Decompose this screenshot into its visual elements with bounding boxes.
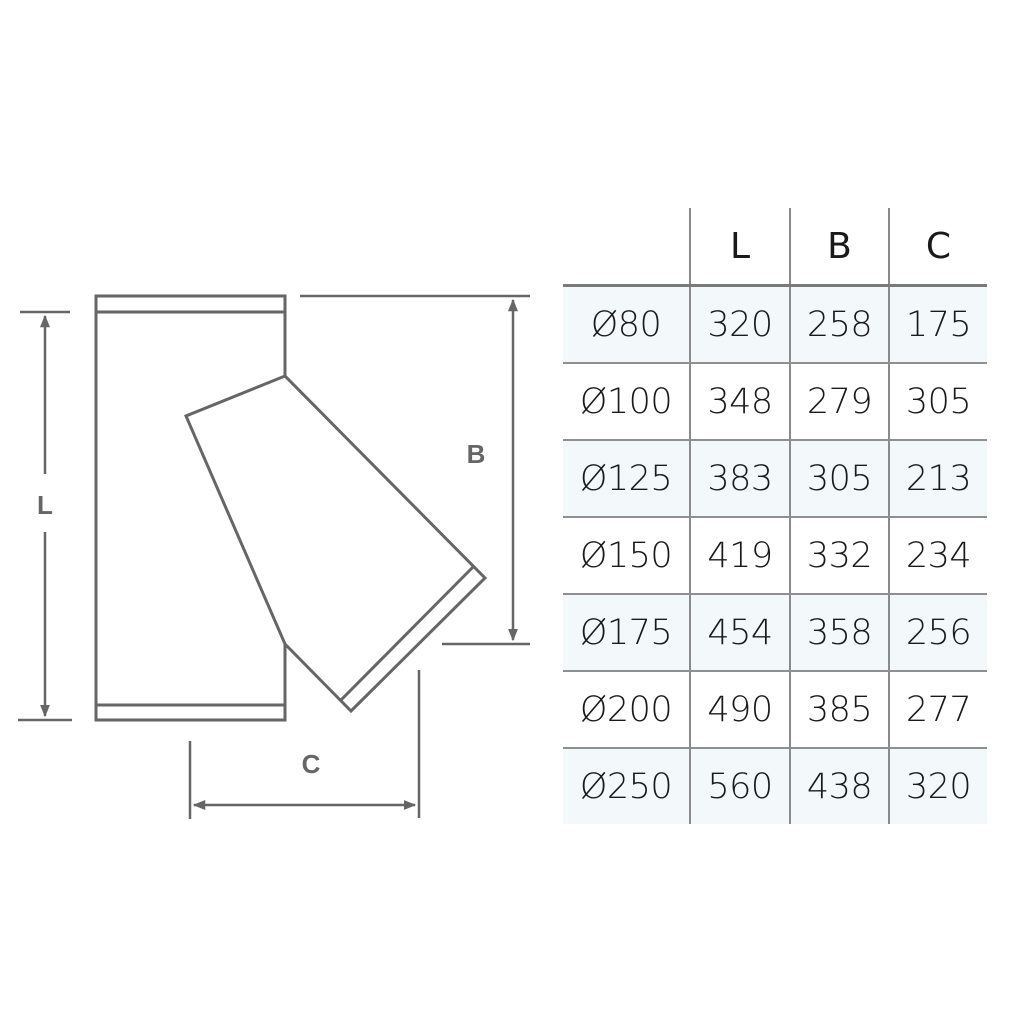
cell-C: 277 (888, 671, 987, 749)
cell-diameter: Ø80 (563, 285, 690, 364)
header-L: L (689, 208, 790, 287)
cell-L: 419 (689, 517, 790, 595)
header-C: C (888, 208, 987, 287)
header-B: B (789, 208, 889, 287)
cell-diameter: Ø175 (563, 594, 690, 672)
main-pipe (94, 294, 287, 722)
cell-diameter: Ø200 (563, 671, 690, 749)
cell-C: 320 (888, 748, 987, 824)
cell-B: 438 (789, 748, 889, 824)
cell-B: 258 (789, 285, 889, 364)
table-row: Ø175 454 358 256 (563, 594, 987, 672)
dimension-L (18, 310, 72, 722)
cell-diameter: Ø250 (563, 748, 690, 824)
cell-C: 305 (888, 363, 987, 441)
dimensions-table: L B C Ø80 320 258 175 Ø100 348 279 305 Ø… (563, 208, 987, 824)
label-C: C (302, 749, 321, 779)
cell-C: 213 (888, 440, 987, 518)
table-row: Ø100 348 279 305 (563, 363, 987, 441)
table-row: Ø250 560 438 320 (563, 748, 987, 824)
cell-B: 385 (789, 671, 889, 749)
cell-L: 560 (689, 748, 790, 824)
table-row: Ø80 320 258 175 (563, 285, 987, 364)
table-row: Ø200 490 385 277 (563, 671, 987, 749)
cell-C: 256 (888, 594, 987, 672)
cell-diameter: Ø150 (563, 517, 690, 595)
branch-collar-line (339, 565, 475, 702)
cell-L: 490 (689, 671, 790, 749)
cell-L: 454 (689, 594, 790, 672)
cell-L: 383 (689, 440, 790, 518)
cell-L: 320 (689, 285, 790, 364)
table-header-row: L B C (563, 208, 987, 287)
label-B: B (467, 439, 486, 469)
cell-B: 305 (789, 440, 889, 518)
cell-diameter: Ø125 (563, 440, 690, 518)
label-L: L (37, 490, 53, 520)
cell-L: 348 (689, 363, 790, 441)
table-row: Ø125 383 305 213 (563, 440, 987, 518)
dimension-B (300, 294, 530, 646)
table-row: Ø150 419 332 234 (563, 517, 987, 595)
cell-B: 279 (789, 363, 889, 441)
branch-pipe (184, 374, 488, 714)
header-diameter (563, 208, 690, 287)
cell-C: 234 (888, 517, 987, 595)
cell-C: 175 (888, 285, 987, 364)
dimension-C (188, 670, 421, 819)
cell-B: 332 (789, 517, 889, 595)
cell-B: 358 (789, 594, 889, 672)
cell-diameter: Ø100 (563, 363, 690, 441)
